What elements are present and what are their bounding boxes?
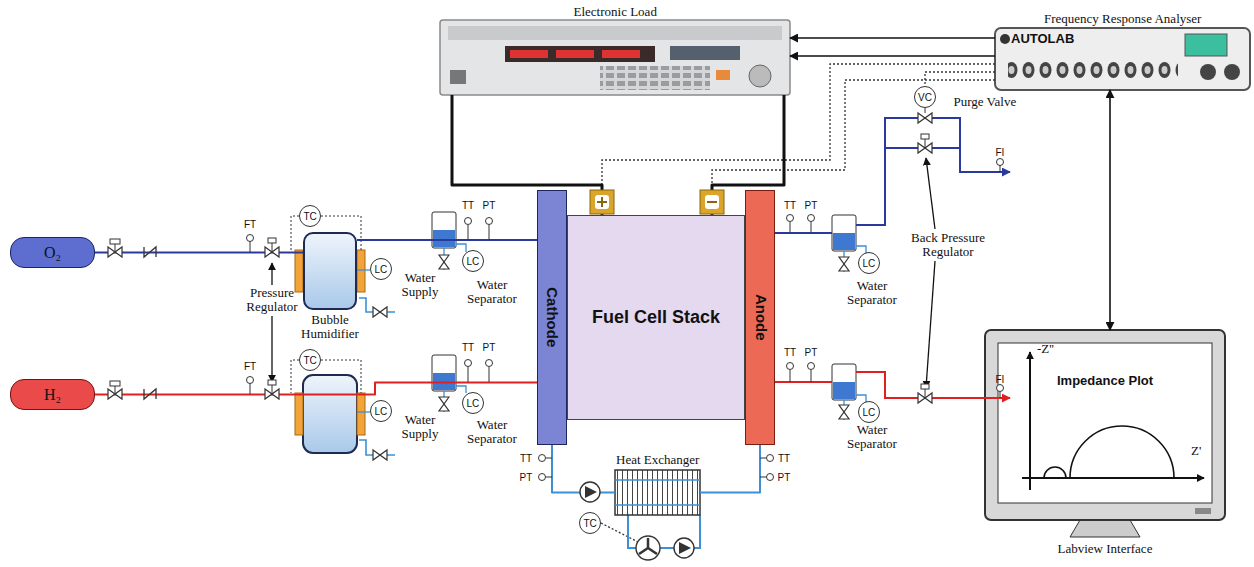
part-label: Water Separator [461,418,523,447]
instrument-tag: LC [370,258,392,280]
instrument-code: PT [483,342,496,353]
part-label: Water Separator [461,278,523,307]
node-label: LC [467,256,480,267]
instrument-taps [247,159,1004,481]
coolant-pipe [700,445,760,493]
instrument-code: TT [462,342,474,353]
node-label: Bubble Humidifier [290,313,370,342]
part-label: Purge Valve [954,95,1017,109]
instrument-code: TT [778,453,790,464]
instrument-tag: VC [914,86,936,108]
instrument-box: Electronic Load [440,20,790,95]
node-label: Frequency Response Analyser [1044,12,1201,26]
part-label: Water Supply [397,413,443,442]
node-sublabel: -Z'' [1037,342,1054,356]
node-label: TC [304,355,317,366]
node-label: Impedance Plot [1057,374,1153,388]
electrode-plate: Cathode [537,190,567,445]
signal-arrow [790,37,995,38]
instrument-code: PT [520,472,533,483]
signal-arrow [790,55,995,56]
node-label: LC [863,407,876,418]
instrument-tag: TC [299,205,321,227]
humidifier-vessel [291,216,395,455]
part-label: Back Pressure Regulator [902,231,994,260]
line-valves [108,108,932,460]
node-label: TC [304,211,317,222]
coolant-loop [615,470,700,548]
node-label: Anode [752,294,769,341]
part-label: Pressure Regulator [237,286,307,315]
node-label: Fuel Cell Stack [592,308,720,328]
node-label: O₂ [44,244,61,262]
node-label: TC [584,518,597,529]
instrument-code: PT [805,200,818,211]
node-label: LC [375,406,388,417]
instrument-code: FT [244,361,256,372]
analyser-device [995,28,1250,90]
part-label: Water Separator [841,423,903,452]
node-label: H₂ [44,386,61,404]
node-label: Heat Exchanger [616,453,699,467]
gas-cylinder: O₂ [10,237,95,268]
instrument-code: TT [784,347,796,358]
instrument-code: FI [996,147,1005,158]
data-link [1109,90,1111,330]
oxygen-pipe [357,239,537,241]
node-label: Electronic Load [574,5,657,19]
node-label: Cathode [544,287,561,347]
humidifier-vessel: Bubble Humidifier [303,232,357,310]
instrument-tag: LC [462,392,484,414]
node-sublabel: Z' [1191,444,1201,458]
instrument-tag: LC [462,250,484,272]
pumps-and-fan [580,482,694,560]
instrument-code: PT [778,472,791,483]
instrument-code: PT [805,347,818,358]
part-label: Water Supply [397,271,443,300]
instrument-tag: LC [858,252,880,274]
electrode-plate: Anode [745,190,775,445]
instrument-code: FT [244,219,256,230]
node-sublabel: AUTOLAB [1011,32,1074,46]
instrument-code: TT [520,453,532,464]
labview-monitor [985,330,1225,537]
node-label: LC [467,398,480,409]
part-label: Water Separator [841,279,903,308]
gas-cylinder: H₂ [10,379,95,410]
instrument-tag: TC [579,512,601,534]
heat-exchanger: Heat Exchanger [615,470,700,515]
node-label: VC [918,92,932,103]
instrument-code: PT [483,200,496,211]
electronic-load-device [440,20,790,95]
instrument-code: TT [462,200,474,211]
instrument-code: TT [784,200,796,211]
node-label: LC [375,264,388,275]
node-sublabel: Labview Interface [1058,542,1153,556]
instrument-box: Frequency Response AnalyserAUTOLAB [995,28,1250,90]
power-cable [452,95,602,215]
node-label: LC [863,258,876,269]
water-separator [432,212,866,420]
instrument-code: FI [996,374,1005,385]
stack-terminals [590,190,724,214]
instrument-tag: LC [858,401,880,423]
instrument-tag: TC [299,349,321,371]
monitor-screen: Impedance Plot-Z''Z'Labview Interface [985,330,1225,520]
instrument-tag: LC [370,400,392,422]
stack-box: Fuel Cell Stack [567,215,745,420]
